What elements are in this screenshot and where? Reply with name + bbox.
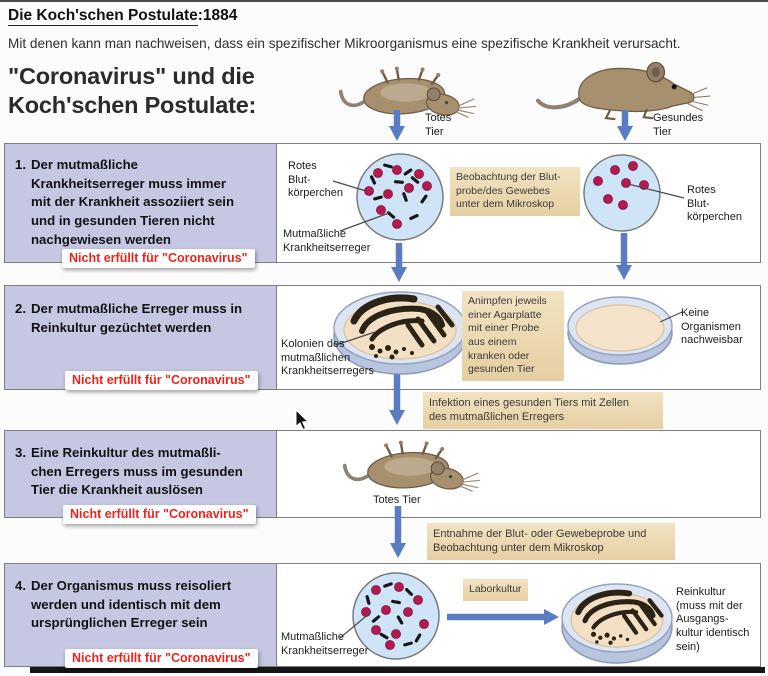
pathogen-label-row4: Mutmaßliche Krankheitserreger [281,631,369,657]
postulate-row-1: 1. Der mutmaßliche Krankheitserreger mus… [4,143,761,263]
infection-note: Infektion eines gesunden Tiers mit Zelle… [423,392,663,429]
no-organisms-label: Keine Organismen nachweisbar [681,307,743,347]
verdict-badge-3: Nicht erfüllt für "Coronavirus" [63,505,256,524]
dead-mouse-row3-label: Totes Tier [373,494,421,506]
subtitle: Mit denen kann man nachweisen, dass ein … [8,36,681,51]
inoculation-note: Animpfen jeweils einer Agarplatte mit ei… [462,291,564,381]
healthy-mouse-label: Gesundes Tier [653,112,704,138]
labculture-note: Laborkultur [463,579,528,601]
observation-note: Beobachtung der Blut- probe/des Gewebes … [450,167,580,216]
mouse-cursor [295,408,310,431]
title-year: :1884 [197,7,238,24]
colonies-label: Kolonien des mutmaßlichen Krankheitserre… [281,338,374,378]
pathogen-label-row1: Mutmaßliche Krankheitserreger [283,228,371,254]
rbc-right-label: Rotes Blut- körperchen [687,184,743,224]
postulate-number: 3. [15,445,26,460]
rbc-left-label: Rotes Blut- körperchen [288,160,344,200]
title-text: Die Koch'schen Postulate [8,7,198,26]
verdict-badge-2: Nicht erfüllt für "Coronavirus" [65,371,258,390]
postulate-text: Der mutmaßliche Krankheitserreger muss i… [31,157,235,247]
postulate-text: Der Organismus muss reisoliert werden un… [31,578,232,631]
healthy-mouse-illustration [535,61,711,121]
page-title: Die Koch'schen Postulate:1884 [8,7,238,26]
postulate-number: 4. [15,578,26,593]
top-border-line [0,0,768,2]
main-heading: "Coronavirus" und die Koch'schen Postula… [8,63,257,118]
postulate-box-3: 3. Eine Reinkultur des mutmaßli- chen Er… [5,431,277,517]
dead-mouse-illustration [338,64,478,120]
postulate-number: 1. [15,157,26,172]
verdict-badge-4: Nicht erfüllt für "Coronavirus" [65,649,258,668]
verdict-badge-1: Nicht erfüllt für "Coronavirus" [62,249,255,268]
bottom-bar [30,667,765,673]
dead-mouse-label: Totes Tier [425,112,452,138]
pure-culture-label: Reinkultur (muss mit der Ausgangs- kultu… [676,586,750,653]
postulate-box-1: 1. Der mutmaßliche Krankheitserreger mus… [5,144,277,262]
postulate-text: Der mutmaßliche Erreger muss in Reinkult… [31,301,243,335]
postulate-number: 2. [15,301,26,316]
sampling-note: Entnahme der Blut- oder Gewebeprobe und … [427,523,675,560]
postulate-text: Eine Reinkultur des mutmaßli- chen Erreg… [31,445,243,498]
